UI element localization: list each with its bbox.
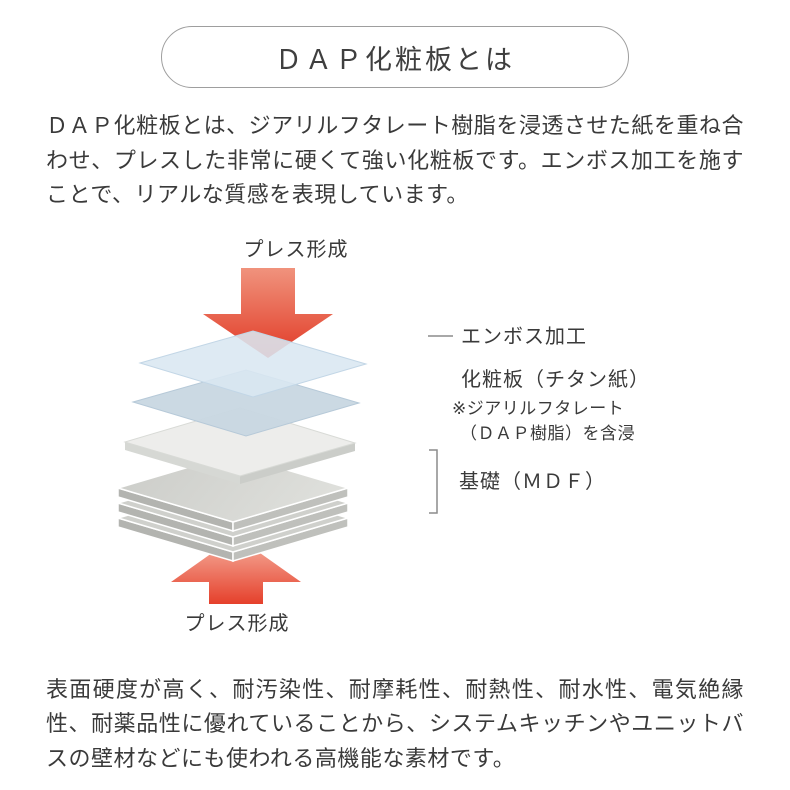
intro-text: ＤＡＰ化粧板とは、ジアリルフタレート樹脂を浸透させた紙を重ね合わせ、プレスした非…: [46, 114, 744, 209]
press-bottom-label: プレス形成: [185, 611, 290, 635]
press-top-label: プレス形成: [244, 237, 349, 261]
layer-diagram: プレス形成: [115, 237, 650, 635]
sheet-note-line1: ※ジアリルフタレート: [452, 399, 624, 419]
sheet-label: 化粧板（チタン紙）: [461, 367, 650, 391]
emboss-layer-shape: [138, 330, 368, 398]
mdf-board-shape: [115, 452, 351, 532]
emboss-label: エンボス加工: [461, 324, 587, 348]
sheet-note-line2: （ＤＡＰ樹脂）を含浸: [460, 424, 635, 444]
outro-text: 表面硬度が高く、耐汚染性、耐摩耗性、耐熱性、耐水性、電気絶縁性、耐薬品性に優れて…: [46, 677, 744, 772]
base-label: 基礎（ＭＤＦ）: [459, 469, 606, 493]
title-badge: ＤＡＰ化粧板とは: [161, 26, 629, 88]
press-up-arrow-icon: [171, 535, 301, 604]
page-title: ＤＡＰ化粧板とは: [275, 44, 515, 76]
base-bracket: [429, 448, 438, 514]
